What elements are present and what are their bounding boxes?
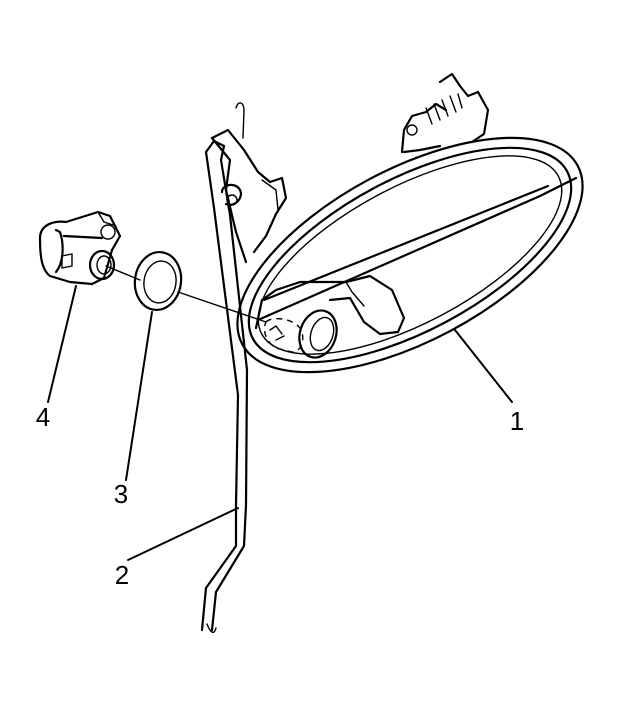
assembly-centerline	[105, 265, 267, 323]
handle-hinge-bracket-left	[210, 128, 288, 264]
callout-2: 2	[115, 560, 129, 590]
callout-3: 3	[114, 479, 128, 509]
seal-ring	[133, 251, 183, 311]
lock-rod	[200, 102, 249, 634]
callout-1: 1	[510, 406, 524, 436]
leader-line-1	[454, 329, 513, 403]
lock-cylinder	[38, 210, 122, 286]
handle-hinge-spring-right	[400, 72, 490, 154]
leader-line-4	[47, 285, 77, 403]
callout-4: 4	[36, 402, 50, 432]
door-handle	[236, 136, 584, 374]
leader-line-2	[127, 507, 239, 561]
leader-line-3	[125, 311, 153, 481]
